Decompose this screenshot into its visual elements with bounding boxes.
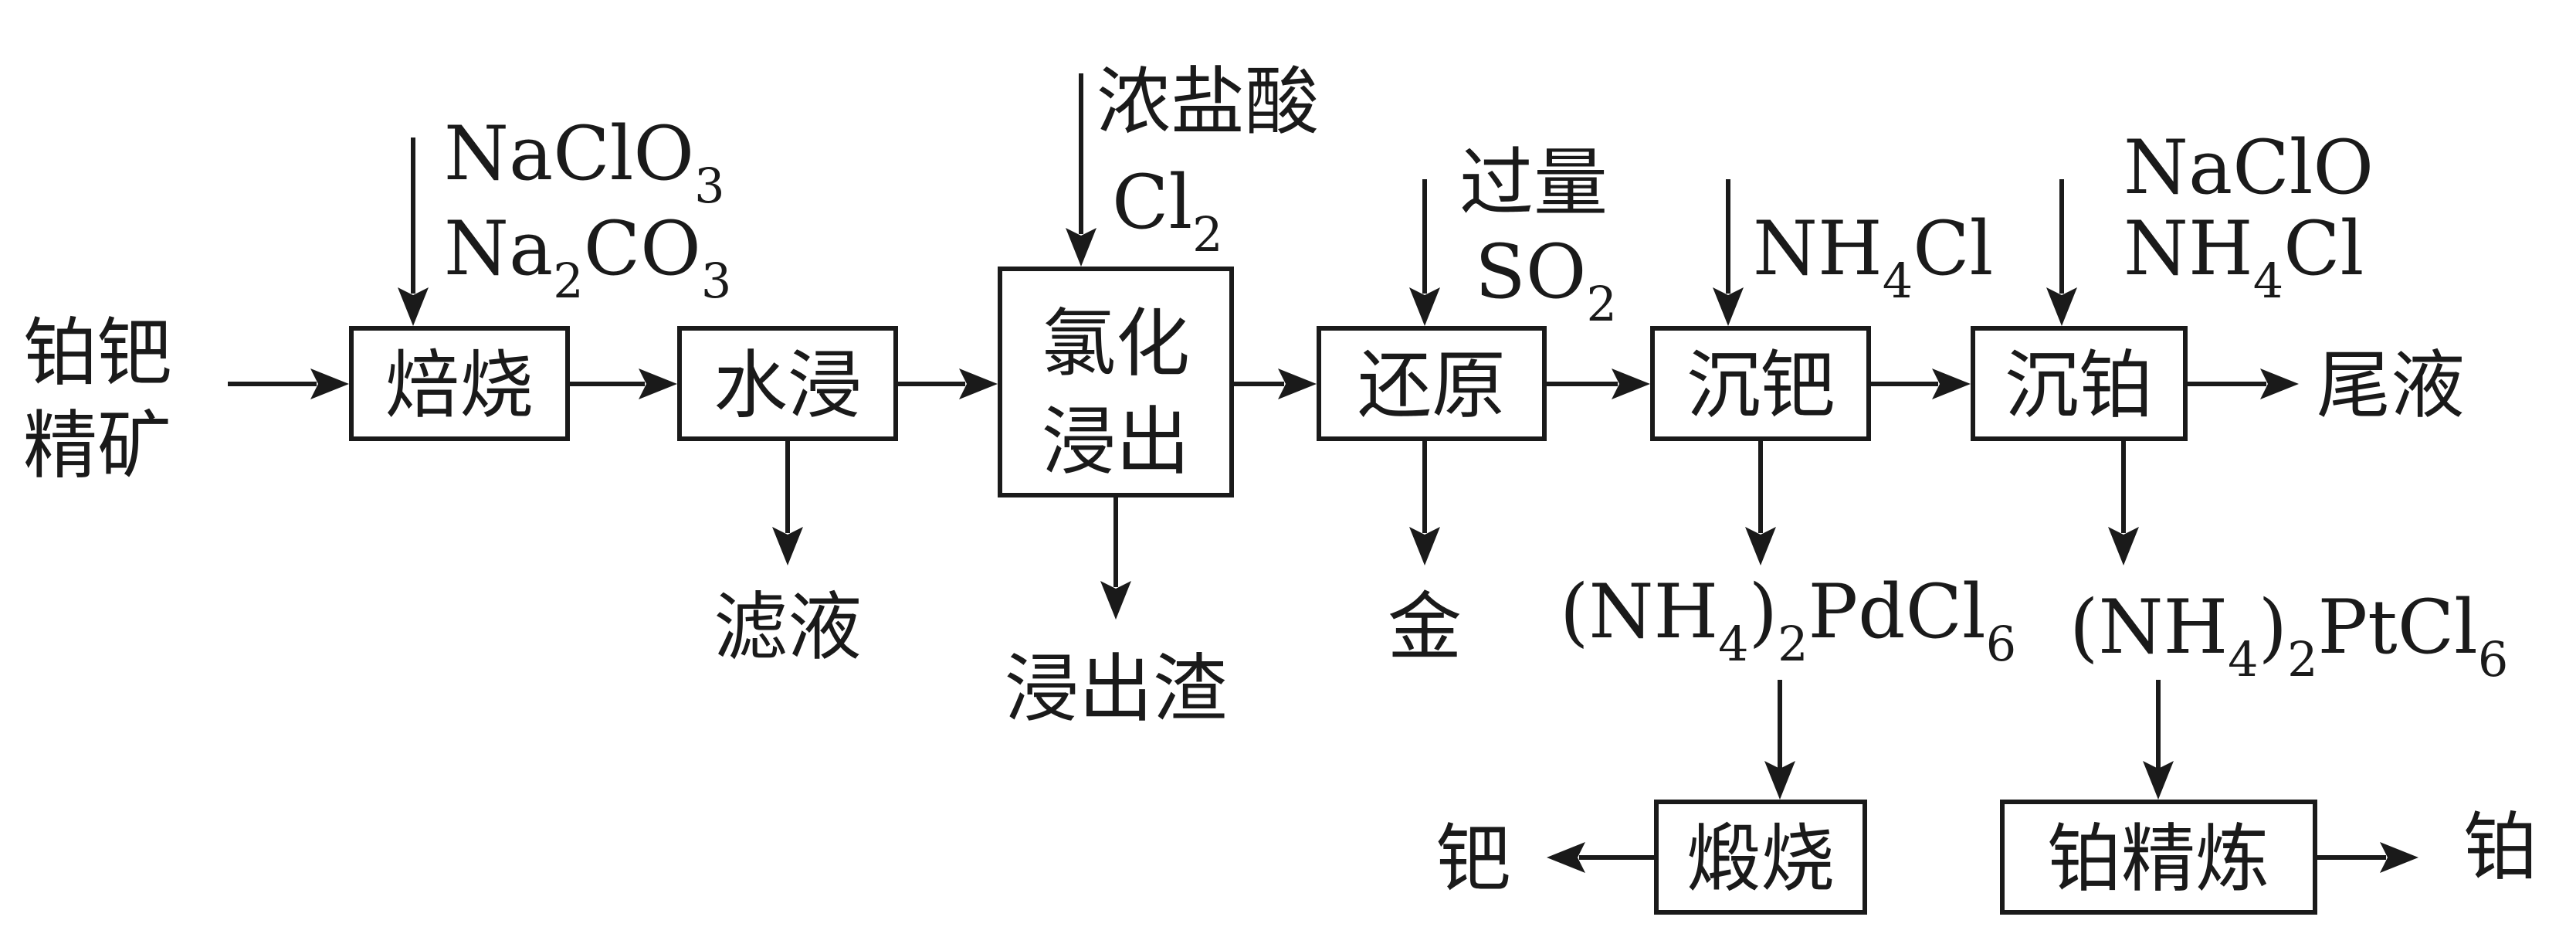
pt-precip-box	[1971, 326, 2188, 441]
reagent-cl2: Cl2	[1112, 159, 1223, 263]
arrow-pd-salt-to-calcine	[1764, 680, 1795, 800]
output-tail-liquid: 尾液	[2317, 342, 2465, 429]
arrow-refine-to-platinum	[2315, 842, 2418, 873]
roast-label: 焙烧	[385, 342, 534, 429]
reagent-conc-hcl: 浓盐酸	[1096, 59, 1319, 145]
reagent-na2co3: Na2CO3	[444, 205, 731, 309]
reagent-so2: SO2	[1475, 229, 1617, 332]
arrow-chlorination-to-reduction	[1232, 368, 1317, 399]
calcine-label: 煅烧	[1686, 816, 1835, 902]
output-platinum: 铂	[2463, 804, 2537, 891]
arrow-leach-to-chlorination	[896, 368, 998, 399]
arrow-reduction-to-gold	[1409, 439, 1440, 565]
water-leach-box	[677, 326, 898, 441]
reagent-nh4cl-pt: NH4Cl	[2124, 205, 2364, 309]
output-gold: 金	[1388, 584, 1462, 671]
arrow-roast-to-leach	[568, 368, 677, 399]
pt-refine-box	[2000, 800, 2317, 915]
raw-material-label-line1: 铂钯	[23, 310, 171, 396]
reduction-label: 还原	[1357, 342, 1506, 429]
chlorination-label-line1: 氯化	[1042, 301, 1190, 387]
arrow-calcine-to-palladium	[1547, 842, 1656, 873]
calcine-box	[1654, 800, 1867, 915]
raw-material-label-line2: 精矿	[23, 402, 171, 489]
reagent-naclo3: NaClO3	[444, 110, 725, 214]
arrow-reagent-roast	[398, 138, 429, 326]
arrow-pd-precip-to-pd-salt	[1745, 439, 1776, 565]
chlorination-box	[998, 267, 1234, 497]
arrow-leach-to-filtrate	[772, 439, 803, 565]
arrow-chlorination-to-residue	[1100, 495, 1131, 620]
arrow-pd-to-pt-precip	[1869, 368, 1971, 399]
pt-refine-label: 铂精炼	[2047, 816, 2269, 902]
roast-box	[349, 326, 570, 441]
arrow-pt-salt-to-refine	[2143, 680, 2174, 800]
arrow-reagent-reduction	[1409, 179, 1440, 326]
arrow-pt-precip-to-tail	[2185, 368, 2299, 399]
water-leach-label: 水浸	[713, 342, 862, 429]
arrow-pt-precip-to-pt-salt	[2108, 439, 2139, 565]
reagent-nh4cl-pd: NH4Cl	[1753, 205, 1993, 309]
chlorination-label-line2: 浸出	[1042, 399, 1190, 485]
arrow-reagent-pt-precip	[2046, 179, 2077, 326]
arrow-reagent-pd-precip	[1713, 179, 1744, 326]
reagent-excess: 过量	[1459, 140, 1608, 226]
pt-precip-label: 沉铂	[2005, 342, 2153, 429]
output-residue: 浸出渣	[1005, 646, 1227, 732]
arrow-reagent-chlorination	[1066, 73, 1096, 267]
pd-precip-label: 沉钯	[1686, 342, 1835, 429]
output-filtrate: 滤液	[713, 584, 862, 671]
arrow-reduction-to-pd-precip	[1544, 368, 1650, 399]
output-palladium: 钯	[1436, 816, 1510, 902]
output-pt-salt: (NH4)2PtCl6	[2069, 584, 2508, 688]
arrow-raw-to-roast	[228, 368, 349, 399]
output-pd-salt: (NH4)2PdCl6	[1560, 569, 2016, 672]
reagent-naclo: NaClO	[2124, 124, 2374, 211]
